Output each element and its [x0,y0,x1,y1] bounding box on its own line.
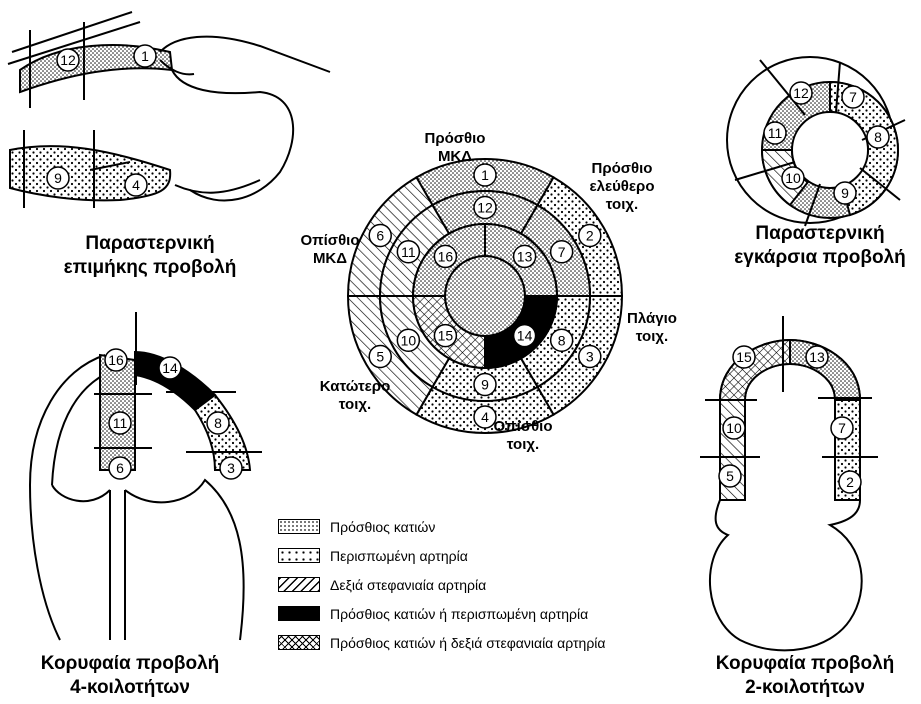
wall-label-line: τοιχ. [478,436,568,454]
segment-number: 12 [477,200,493,216]
legend-label: Πρόσθιος κατιών ή περισπωμένη αρτηρία [330,606,588,622]
legend-item: Πρόσθιος κατιών [278,512,606,541]
segment-number: 13 [517,248,533,264]
caption-apical-4ch: Κορυφαία προβολή 4-κοιλοτήτων [30,652,230,700]
wall-label-line: τοιχ. [572,196,672,214]
wall-label-line: ελεύθερο [572,178,672,196]
svg-text:8: 8 [214,415,222,431]
legend: Πρόσθιος κατιών Περισπωμένη αρτηρία Δεξι… [278,512,606,657]
legend-label: Πρόσθιος κατιών [330,519,435,535]
legend-swatch-lad-or-lcx [278,606,320,621]
wall-label-line: ΜΚΔ [290,250,370,268]
wall-label-line: Πρόσθιο [410,130,500,148]
segment-number: 16 [438,248,454,264]
legend-label: Περισπωμένη αρτηρία [330,548,468,564]
wall-label-posterior-wall: Οπίσθιο τοιχ. [478,418,568,454]
segment-number: 15 [438,328,454,344]
svg-text:7: 7 [849,89,857,105]
svg-text:9: 9 [54,170,62,186]
caption-line: Κορυφαία προβολή [30,652,230,676]
segment-number: 5 [376,349,384,365]
segment-number: 9 [481,377,489,393]
wall-label-inferior-wall: Κατώτερο τοιχ. [310,378,400,414]
legend-item: Περισπωμένη αρτηρία [278,541,606,570]
wall-label-line: Πλάγιο [612,310,692,328]
caption-apical-2ch: Κορυφαία προβολή 2-κοιλοτήτων [700,652,910,700]
wall-label-anterior-septum: Πρόσθιο ΜΚΔ [410,130,500,166]
segment-number: 6 [376,228,384,244]
legend-swatch-lad [278,519,320,534]
caption-line: επιμήκης προβολή [40,256,260,280]
legend-label: Δεξιά στεφανιαία αρτηρία [330,577,486,593]
svg-text:5: 5 [726,468,734,484]
legend-swatch-lad-or-rca [278,635,320,650]
svg-text:8: 8 [874,129,882,145]
svg-text:16: 16 [108,352,124,368]
legend-item: Δεξιά στεφανιαία αρτηρία [278,570,606,599]
segment-number: 14 [517,328,533,344]
caption-parasternal-long: Παραστερνική επιμήκης προβολή [40,232,260,280]
svg-text:6: 6 [116,460,124,476]
caption-parasternal-short: Παραστερνική εγκάρσια προβολή [720,222,920,270]
svg-text:2: 2 [846,474,854,490]
wall-label-line: τοιχ. [612,328,692,346]
legend-swatch-lcx [278,548,320,563]
svg-text:10: 10 [785,170,801,186]
svg-text:11: 11 [768,125,783,141]
caption-line: Παραστερνική [720,222,920,246]
svg-text:13: 13 [809,349,825,365]
caption-line: 2-κοιλοτήτων [700,676,910,700]
wall-label-anterior-free-wall: Πρόσθιο ελεύθερο τοιχ. [572,160,672,214]
segment-number: 10 [401,332,417,348]
wall-label-line: Οπίσθιο [478,418,568,436]
segment-number: 1 [481,167,489,183]
svg-text:1: 1 [141,48,149,64]
wall-label-line: ΜΚΔ [410,148,500,166]
svg-text:11: 11 [113,415,128,431]
svg-text:7: 7 [838,420,846,436]
legend-swatch-rca [278,577,320,592]
caption-line: Κορυφαία προβολή [700,652,910,676]
svg-text:12: 12 [60,52,76,68]
caption-line: εγκάρσια προβολή [720,246,920,270]
svg-text:9: 9 [841,185,849,201]
segment-number: 2 [586,228,594,244]
legend-item: Πρόσθιος κατιών ή περισπωμένη αρτηρία [278,599,606,628]
wall-label-posterior-septum: Οπίσθιο ΜΚΔ [290,232,370,268]
legend-label: Πρόσθιος κατιών ή δεξιά στεφανιαία αρτηρ… [330,635,606,651]
wall-label-line: Οπίσθιο [290,232,370,250]
segment-number: 8 [558,332,566,348]
svg-text:4: 4 [132,177,140,193]
legend-item: Πρόσθιος κατιών ή δεξιά στεφανιαία αρτηρ… [278,628,606,657]
segment-number: 11 [401,244,416,260]
wall-label-lateral-wall: Πλάγιο τοιχ. [612,310,692,346]
svg-text:10: 10 [726,420,742,436]
segment-number: 7 [558,244,566,260]
svg-text:15: 15 [736,349,752,365]
segment-number: 3 [586,349,594,365]
svg-text:3: 3 [227,460,235,476]
wall-label-line: Πρόσθιο [572,160,672,178]
caption-line: Παραστερνική [40,232,260,256]
svg-text:14: 14 [162,360,178,376]
caption-line: 4-κοιλοτήτων [30,676,230,700]
wall-label-line: τοιχ. [310,396,400,414]
wall-label-line: Κατώτερο [310,378,400,396]
svg-text:12: 12 [793,85,809,101]
